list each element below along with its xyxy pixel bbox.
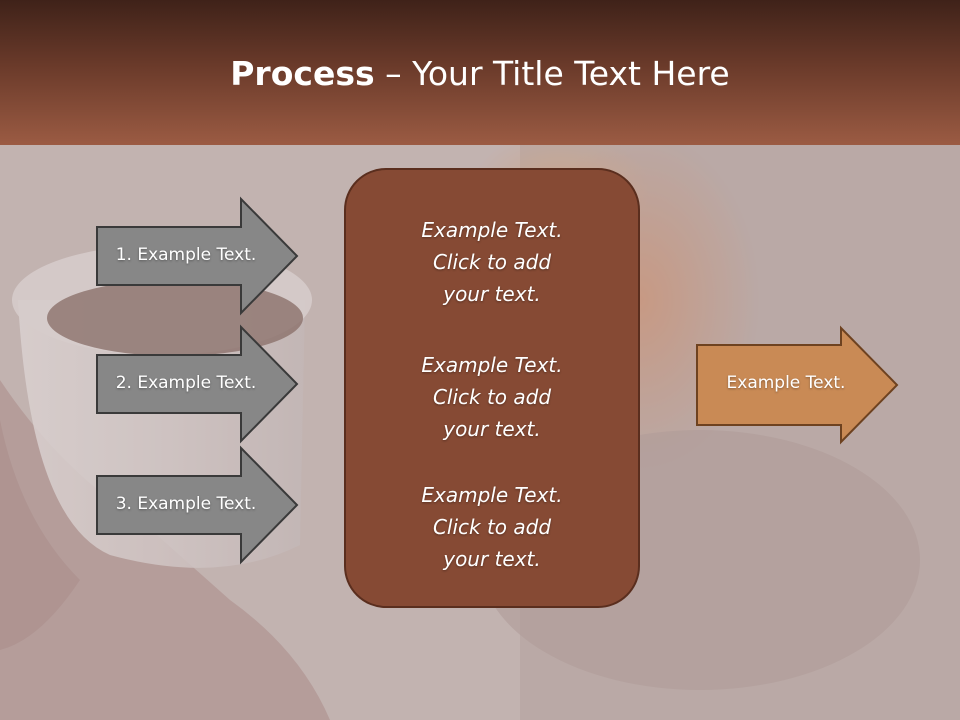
center-block-line: your text. <box>443 282 541 306</box>
process-step-label-3: 3. Example Text. <box>115 494 257 514</box>
grey-arrow-shape <box>96 324 299 444</box>
center-block-line: Example Text. <box>421 218 563 242</box>
grey-arrow-shape <box>96 445 299 565</box>
center-text-block-3: Example Text. Click to add your text. <box>346 479 638 575</box>
title-bold: Process <box>230 54 375 93</box>
title-bar <box>0 0 960 145</box>
center-text-block-2: Example Text. Click to add your text. <box>346 349 638 445</box>
process-step-arrow-1[interactable]: 1. Example Text. <box>96 196 299 316</box>
center-block-line: Example Text. <box>421 483 563 507</box>
grey-arrow-shape <box>96 196 299 316</box>
process-step-arrow-3[interactable]: 3. Example Text. <box>96 445 299 565</box>
center-text-box[interactable]: Example Text. Click to add your text. Ex… <box>344 168 640 608</box>
result-arrow[interactable]: Example Text. <box>696 325 899 445</box>
center-block-line: your text. <box>443 547 541 571</box>
center-block-line: Click to add <box>432 385 552 409</box>
center-text-block-1: Example Text. Click to add your text. <box>346 214 638 310</box>
slide-title: Process – Your Title Text Here <box>0 52 960 96</box>
center-block-line: your text. <box>443 417 541 441</box>
center-block-line: Click to add <box>432 515 552 539</box>
center-block-line: Click to add <box>432 250 552 274</box>
process-step-arrow-2[interactable]: 2. Example Text. <box>96 324 299 444</box>
process-step-label-2: 2. Example Text. <box>115 373 257 393</box>
center-block-line: Example Text. <box>421 353 563 377</box>
orange-arrow-shape <box>696 325 899 445</box>
result-arrow-label: Example Text. <box>726 373 846 393</box>
process-step-label-1: 1. Example Text. <box>115 245 257 265</box>
title-rest: – Your Title Text Here <box>374 54 730 93</box>
